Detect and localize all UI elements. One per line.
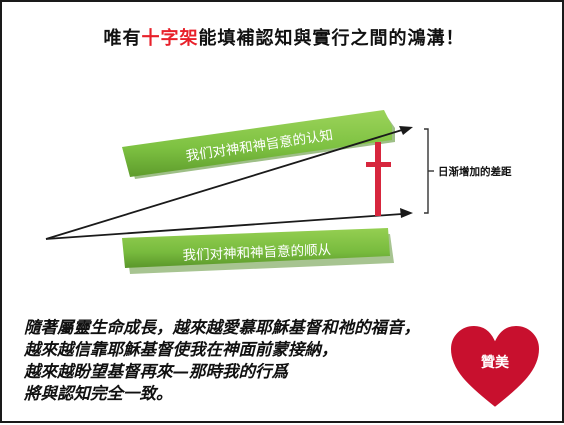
- knowledge-arrow: [45, 129, 403, 240]
- body-line: 越來越盼望基督再來—那時我的行爲: [24, 362, 288, 381]
- title-prefix: 唯有: [103, 28, 142, 49]
- obedience-arrow: [45, 213, 403, 240]
- divergence-arrows: [45, 126, 413, 240]
- cross-icon: [366, 142, 391, 216]
- title-suffix: 能填補認知與實行之間的鴻溝！: [198, 28, 465, 49]
- gap-bracket: [424, 128, 434, 214]
- heart-label: 贊美: [481, 355, 509, 371]
- lower-banner-label: 我们对神和神旨意的顺从: [182, 241, 331, 264]
- body-line: 隨著屬靈生命成長，越來越愛慕耶穌基督和祂的福音，: [24, 318, 420, 337]
- title-highlight-cross: 十字架: [141, 28, 199, 49]
- gap-label: 日渐增加的差距: [438, 165, 512, 178]
- praise-heart: 贊美: [447, 322, 543, 412]
- knowledge-arrowhead: [399, 126, 413, 135]
- lower-banner: 我们对神和神旨意的顺从: [122, 228, 394, 274]
- heart-icon: [448, 323, 542, 410]
- body-text: 隨著屬靈生命成長，越來越愛慕耶穌基督和祂的福音， 越來越信靠耶穌基督使我在神面前…: [24, 317, 420, 405]
- slide-title: 唯有十字架能填補認知與實行之間的鴻溝！: [2, 24, 564, 50]
- obedience-arrowhead: [400, 208, 413, 218]
- body-line: 將與認知完全一致。: [24, 384, 173, 403]
- body-line: 越來越信靠耶穌基督使我在神面前蒙接納，: [24, 340, 338, 359]
